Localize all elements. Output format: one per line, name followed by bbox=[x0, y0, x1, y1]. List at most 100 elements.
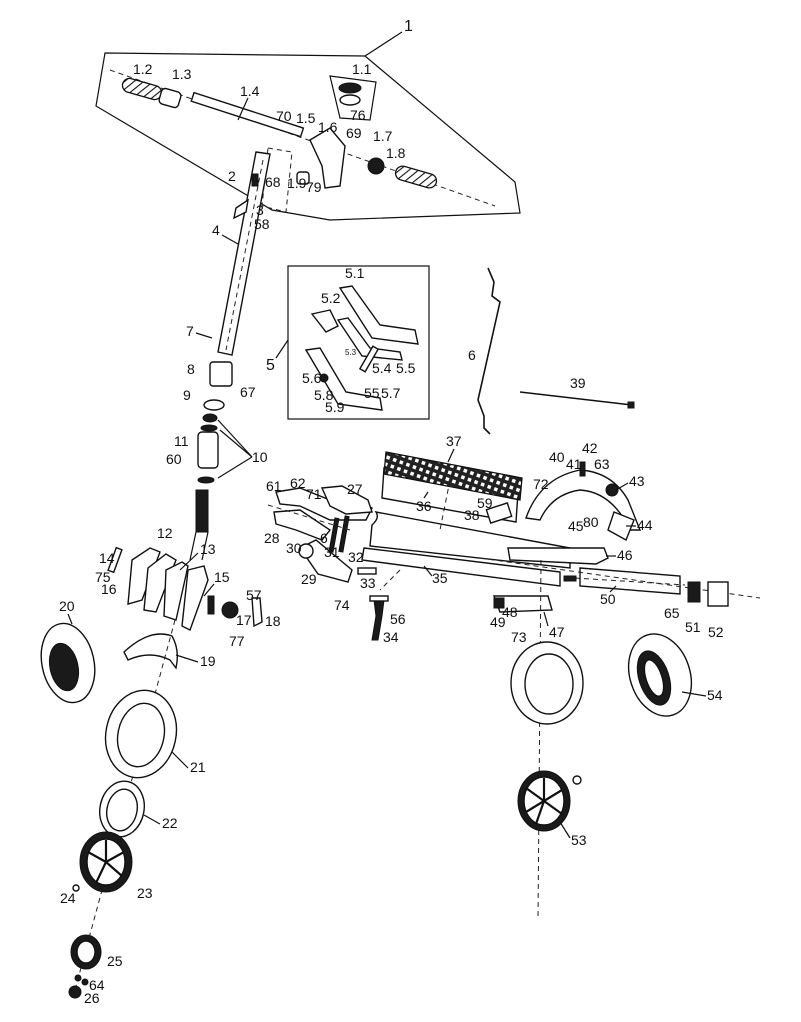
label-6: 6 bbox=[468, 347, 476, 363]
label-1-3: 1.3 bbox=[172, 66, 192, 82]
label-1-4: 1.4 bbox=[240, 83, 260, 99]
leader-13 bbox=[179, 552, 199, 571]
leader-36 bbox=[423, 491, 429, 499]
label-24: 24 bbox=[60, 890, 76, 906]
leader-4 bbox=[221, 234, 239, 245]
label-23: 23 bbox=[137, 885, 153, 901]
label-72: 72 bbox=[533, 476, 549, 492]
label-31: 31 bbox=[324, 544, 340, 560]
inner-tube-22-inner bbox=[105, 788, 139, 832]
cable-39 bbox=[519, 391, 633, 406]
cables-group: 6 39 bbox=[468, 267, 635, 435]
pivot-30 bbox=[298, 543, 314, 559]
grip-tape-37 bbox=[383, 451, 523, 501]
left-throttle bbox=[158, 87, 182, 109]
label-75: 75 bbox=[95, 569, 111, 585]
label-41: 41 bbox=[566, 456, 582, 472]
label-5-7: 5.7 bbox=[381, 385, 401, 401]
bolt-5-8 bbox=[319, 373, 329, 383]
label-63: 63 bbox=[594, 456, 610, 472]
washer bbox=[572, 775, 582, 785]
label-9: 9 bbox=[183, 387, 191, 403]
label-74: 74 bbox=[334, 597, 350, 613]
tire-21-inner bbox=[116, 702, 166, 768]
leader-1-4 bbox=[237, 97, 249, 121]
leader-22 bbox=[143, 814, 161, 825]
deck-frame-group: 61 62 71 27 28 30 6 31 32 29 33 74 56 34… bbox=[264, 433, 761, 645]
label-47: 47 bbox=[549, 624, 565, 640]
label-71: 71 bbox=[306, 486, 322, 502]
label-17: 17 bbox=[236, 612, 252, 628]
controller-38 bbox=[485, 502, 513, 524]
kickstand-axis-line bbox=[379, 569, 401, 591]
label-43: 43 bbox=[629, 473, 645, 489]
display-box bbox=[329, 75, 377, 121]
leader-21 bbox=[171, 751, 189, 769]
label-5-3: 5.3 bbox=[345, 348, 357, 357]
label-14: 14 bbox=[99, 550, 115, 566]
label-13: 13 bbox=[200, 541, 216, 557]
label-50: 50 bbox=[600, 591, 616, 607]
fork-cover-15 bbox=[181, 565, 209, 631]
label-1: 1 bbox=[404, 18, 413, 35]
label-58: 58 bbox=[254, 216, 270, 232]
display-ring bbox=[339, 94, 361, 106]
label-1-5: 1.5 bbox=[296, 110, 316, 126]
label-1-7: 1.7 bbox=[373, 128, 393, 144]
label-39: 39 bbox=[570, 375, 586, 391]
column-latch bbox=[251, 173, 259, 187]
label-37: 37 bbox=[446, 433, 462, 449]
leader-53 bbox=[559, 821, 571, 839]
rear-wheel-axis-line bbox=[537, 559, 542, 921]
label-76: 76 bbox=[350, 107, 366, 123]
label-5-5: 5.5 bbox=[396, 360, 416, 376]
handlebar-group-outline bbox=[95, 52, 521, 221]
battery-axis-line bbox=[574, 577, 686, 586]
label-59: 59 bbox=[477, 495, 493, 511]
leader-43 bbox=[615, 482, 629, 491]
label-65: 65 bbox=[664, 605, 680, 621]
bolt-48 bbox=[493, 597, 505, 609]
leader-15 bbox=[203, 583, 215, 597]
display-unit bbox=[338, 82, 362, 94]
column-clip bbox=[233, 198, 249, 220]
label-21: 21 bbox=[190, 759, 206, 775]
head-tube-11 bbox=[197, 431, 219, 469]
fork-leg-right bbox=[163, 561, 189, 621]
right-grip bbox=[394, 165, 438, 189]
deck-frame-35 bbox=[361, 547, 561, 587]
leader-5 bbox=[275, 339, 289, 359]
label-69: 69 bbox=[346, 125, 362, 141]
bolt-64b bbox=[81, 978, 89, 986]
label-22: 22 bbox=[162, 815, 178, 831]
headset-ring-9 bbox=[203, 399, 225, 411]
fold-link-28 bbox=[273, 509, 332, 541]
pin-14 bbox=[107, 546, 123, 574]
folding-plate-5-3 bbox=[336, 317, 403, 361]
column-tube bbox=[217, 151, 271, 356]
label-45: 45 bbox=[568, 518, 584, 534]
label-1-8: 1.8 bbox=[386, 145, 406, 161]
brake-pad bbox=[207, 595, 215, 615]
label-18: 18 bbox=[265, 613, 281, 629]
label-1-2: 1.2 bbox=[133, 61, 153, 77]
label-49: 49 bbox=[490, 614, 506, 630]
pin-5-4 bbox=[358, 345, 380, 373]
label-61: 61 bbox=[266, 478, 282, 494]
leader-1 bbox=[364, 31, 403, 57]
leader-19 bbox=[175, 654, 199, 663]
front-wheel-hub-20 bbox=[48, 642, 80, 692]
label-77: 77 bbox=[229, 633, 245, 649]
label-64: 64 bbox=[89, 977, 105, 993]
brake-disc-25-inner bbox=[76, 940, 96, 964]
bolt-64 bbox=[74, 974, 82, 982]
label-1-1: 1.1 bbox=[352, 61, 372, 77]
label-28: 28 bbox=[264, 530, 280, 546]
label-66: 6 bbox=[320, 530, 328, 546]
nut-26 bbox=[68, 985, 82, 999]
rear-rim-spokes bbox=[525, 778, 563, 825]
label-26: 26 bbox=[84, 990, 100, 1006]
bearing-10c bbox=[197, 476, 215, 484]
label-73: 73 bbox=[511, 629, 527, 645]
label-62: 62 bbox=[290, 475, 306, 491]
